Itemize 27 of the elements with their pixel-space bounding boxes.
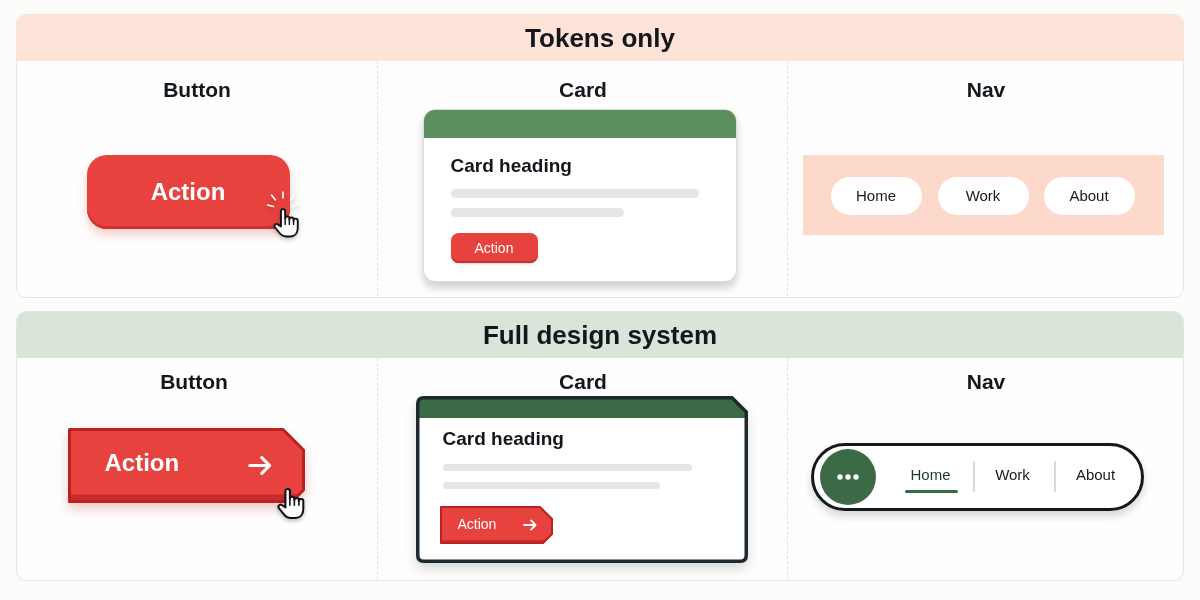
menu-button: [819, 448, 876, 505]
action-button: Action: [67, 427, 305, 503]
nav-link: Work: [937, 176, 1029, 215]
nav-link: About: [1075, 465, 1116, 482]
panel-title: Full design system: [482, 319, 718, 351]
card-heading: Card heading: [442, 427, 564, 450]
comparison-panel: [16, 311, 1184, 581]
column-heading: Button: [163, 78, 231, 102]
action-button: Action: [86, 154, 290, 229]
column-heading: Nav: [966, 370, 1006, 394]
nav-link: Home: [830, 176, 922, 215]
column-heading: Button: [160, 370, 228, 394]
comparison-panel: [16, 14, 1184, 298]
action-button: Action: [439, 505, 553, 544]
card: [415, 395, 748, 563]
nav-link: Home: [910, 465, 951, 482]
nav-bar: [802, 154, 1164, 235]
nav-link: About: [1043, 176, 1135, 215]
column-heading: Nav: [966, 78, 1006, 102]
nav-bar: [810, 442, 1144, 511]
action-button: Action: [450, 232, 538, 263]
nav-link: Work: [995, 465, 1030, 482]
card: [422, 108, 737, 282]
card-heading: Card heading: [450, 154, 572, 177]
column-heading: Card: [559, 370, 607, 394]
column-heading: Card: [559, 78, 607, 102]
panel-title: Tokens only: [525, 22, 675, 54]
